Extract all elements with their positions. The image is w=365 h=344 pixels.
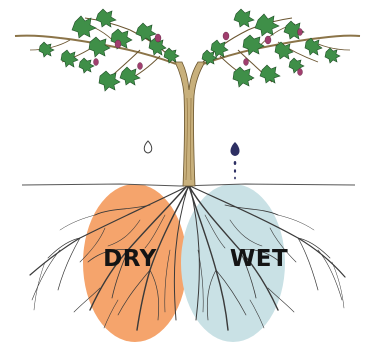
dry-droplet-icon (144, 141, 152, 153)
wet-droplet-icon (231, 142, 240, 179)
foliage-right (202, 9, 340, 87)
dry-label: DRY (103, 246, 157, 272)
foliage-left (39, 9, 179, 91)
wet-label: WET (230, 246, 288, 272)
